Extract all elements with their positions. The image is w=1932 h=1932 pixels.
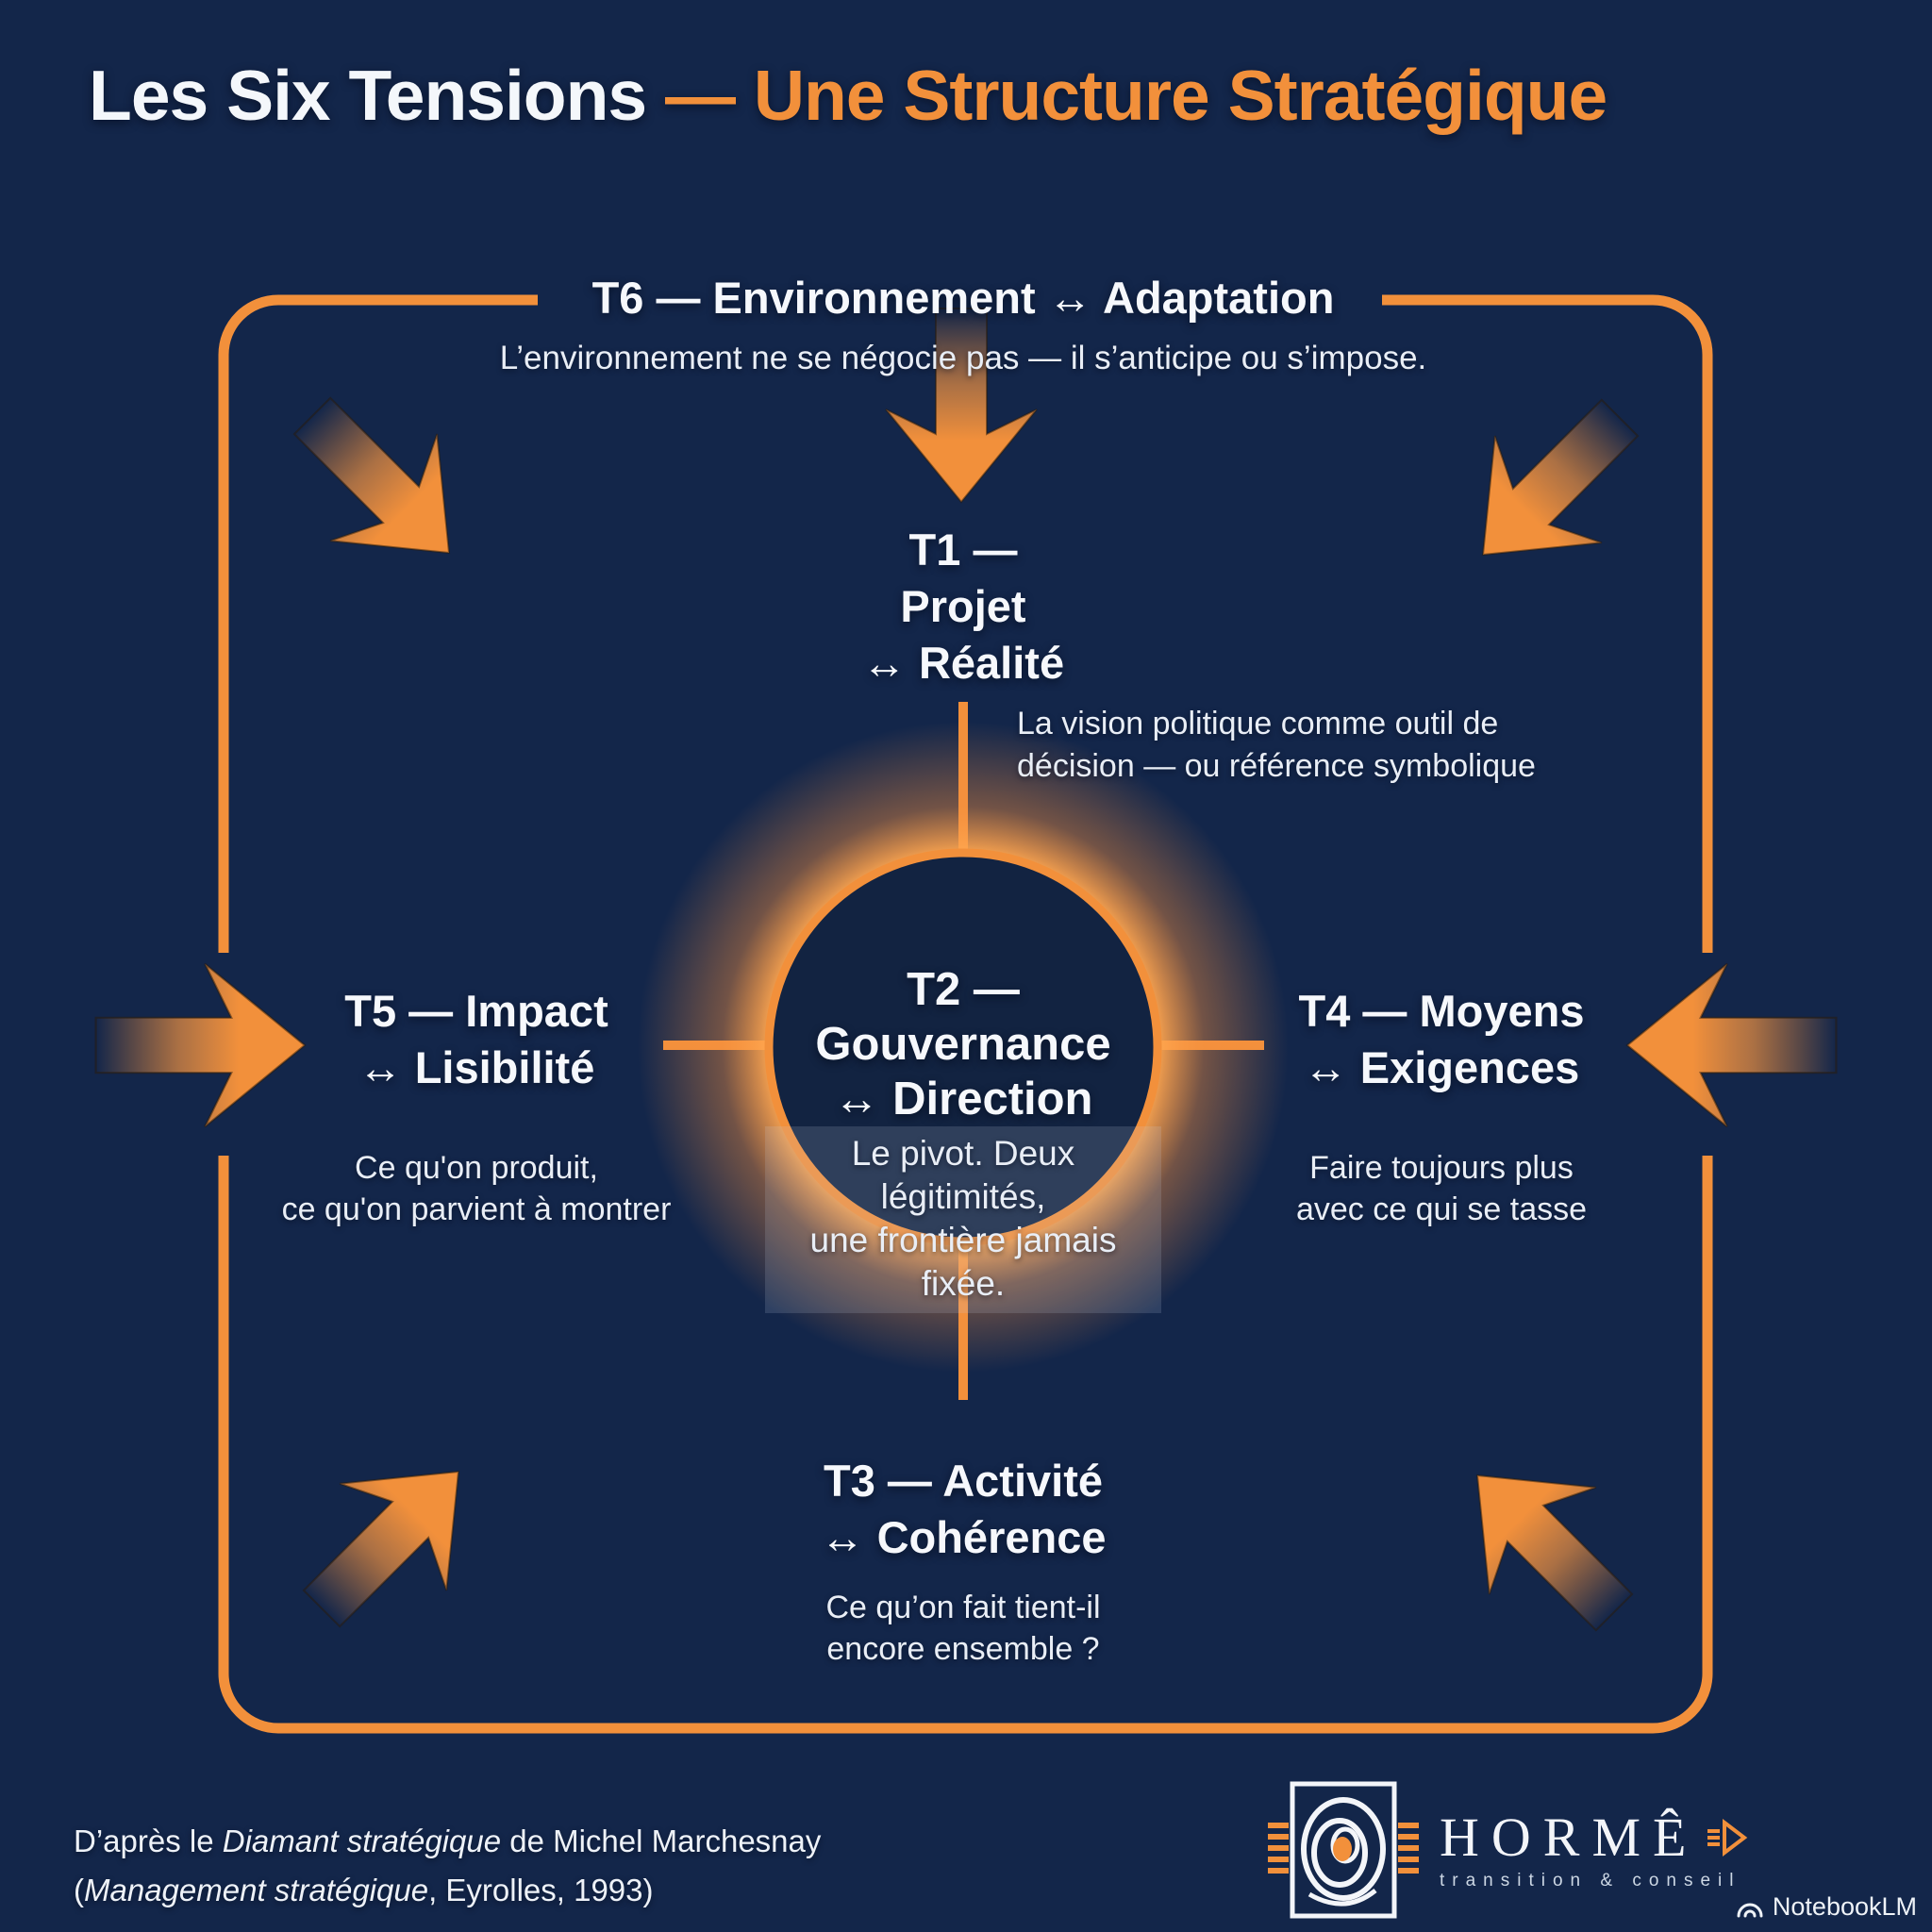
brand-name: HORMÊ bbox=[1440, 1807, 1699, 1868]
tension-t1-heading: T1 — Projet ↔ Réalité bbox=[862, 522, 1064, 691]
arrow-bottom-right bbox=[1423, 1421, 1669, 1667]
attribution: D’après le Diamant stratégique de Michel… bbox=[74, 1817, 821, 1915]
tension-t3-description-line: Ce qu’on fait tient-il bbox=[825, 1590, 1101, 1625]
tension-t5-heading-line: ↔ Lisibilité bbox=[358, 1042, 595, 1092]
attribution-line-2: (Management stratégique, Eyrolles, 1993) bbox=[74, 1873, 654, 1907]
tension-t1-heading-line: ↔ Réalité bbox=[861, 638, 1065, 688]
notebooklm-icon bbox=[1737, 1903, 1763, 1917]
tension-t4-heading: T4 — Moyens ↔ Exigences bbox=[1299, 983, 1585, 1096]
arrow-middle-right bbox=[1625, 962, 1838, 1128]
logo-spiral bbox=[1301, 1797, 1386, 1907]
arrow-bottom-left bbox=[267, 1417, 513, 1663]
tension-t4-heading-line: ↔ Exigences bbox=[1303, 1042, 1580, 1092]
page-title: Les Six Tensions — Une Structure Stratég… bbox=[89, 55, 1607, 136]
tension-t5-heading-line: T5 — Impact bbox=[344, 986, 608, 1036]
logo-side-bars bbox=[1268, 1823, 1419, 1874]
brand-tagline: transition & conseil bbox=[1440, 1871, 1741, 1890]
tension-t4-description: Faire toujours plus avec ce qui se tasse bbox=[1296, 1147, 1587, 1230]
tension-t1-description: La vision politique comme outil de décis… bbox=[1017, 703, 1536, 788]
tension-t2-description-line: Le pivot. Deux légitimités, bbox=[851, 1134, 1075, 1216]
tension-t3-heading: T3 — Activité ↔ Cohérence bbox=[821, 1453, 1107, 1566]
brand-arrow-icon bbox=[1707, 1818, 1748, 1857]
logo-square-frame bbox=[1290, 1781, 1397, 1919]
horme-logo-icon bbox=[1268, 1781, 1419, 1919]
page-title-prefix: Les Six Tensions bbox=[89, 56, 665, 135]
arrow-top-right bbox=[1428, 363, 1674, 609]
tension-t2-caption-box: Le pivot. Deux légitimités, une frontièr… bbox=[765, 1126, 1161, 1313]
tension-t4-heading-line: T4 — Moyens bbox=[1298, 986, 1585, 1036]
tension-t5-description-line: Ce qu'on produit, bbox=[355, 1150, 598, 1186]
pivot-fill bbox=[769, 853, 1158, 1241]
arrow-middle-left bbox=[94, 962, 307, 1128]
tension-t2-heading: T2 — Gouvernance ↔ Direction bbox=[815, 962, 1110, 1126]
tension-t1-description-line: La vision politique comme outil de bbox=[1017, 706, 1499, 741]
attribution-line-1: D’après le Diamant stratégique de Michel… bbox=[74, 1824, 822, 1858]
arrow-top-left bbox=[258, 361, 504, 608]
page-title-suffix: — Une Structure Stratégique bbox=[664, 56, 1607, 135]
tension-t6-description: L’environnement ne se négocie pas — il s… bbox=[499, 340, 1427, 376]
tension-t2-heading-line: ↔ Direction bbox=[833, 1074, 1093, 1124]
tension-t4-description-line: Faire toujours plus bbox=[1309, 1150, 1574, 1186]
tension-t5-description-line: ce qu'on parvient à montrer bbox=[281, 1191, 672, 1227]
logo-spiral-center-dot bbox=[1333, 1837, 1352, 1861]
tension-t3-description: Ce qu’on fait tient-il encore ensemble ? bbox=[825, 1587, 1100, 1670]
tension-t2-heading-line: Gouvernance bbox=[815, 1019, 1111, 1070]
arrow-top-center bbox=[885, 308, 1038, 503]
tension-t6-heading: T6 — Environnement ↔ Adaptation bbox=[591, 273, 1335, 323]
horme-logo-text: HORMÊ transition & conseil bbox=[1440, 1810, 1749, 1891]
notebooklm-watermark: NotebookLM bbox=[1735, 1892, 1917, 1922]
tension-t3-description-line: encore ensemble ? bbox=[826, 1631, 1100, 1667]
pivot-ring bbox=[764, 848, 1162, 1246]
tension-t2-description-line: une frontière jamais fixée. bbox=[809, 1221, 1117, 1303]
tension-t3-heading-line: ↔ Cohérence bbox=[820, 1512, 1107, 1562]
tension-t1-heading-line: T1 — bbox=[908, 525, 1018, 575]
tension-t5-heading: T5 — Impact ↔ Lisibilité bbox=[344, 983, 608, 1096]
pivot-circle bbox=[638, 722, 1289, 1373]
tension-t2-heading-line: T2 — bbox=[907, 964, 1020, 1015]
tension-t4-description-line: avec ce qui se tasse bbox=[1295, 1191, 1588, 1227]
horme-logo: HORMÊ transition & conseil bbox=[1260, 1779, 1749, 1923]
tension-t5-description: Ce qu'on produit, ce qu'on parvient à mo… bbox=[282, 1147, 672, 1230]
tension-t1-description-line: décision — ou référence symbolique bbox=[1017, 748, 1536, 784]
notebooklm-label: NotebookLM bbox=[1772, 1892, 1917, 1921]
tension-t1-heading-line: Projet bbox=[900, 581, 1026, 631]
tension-t3-heading-line: T3 — Activité bbox=[823, 1456, 1103, 1506]
